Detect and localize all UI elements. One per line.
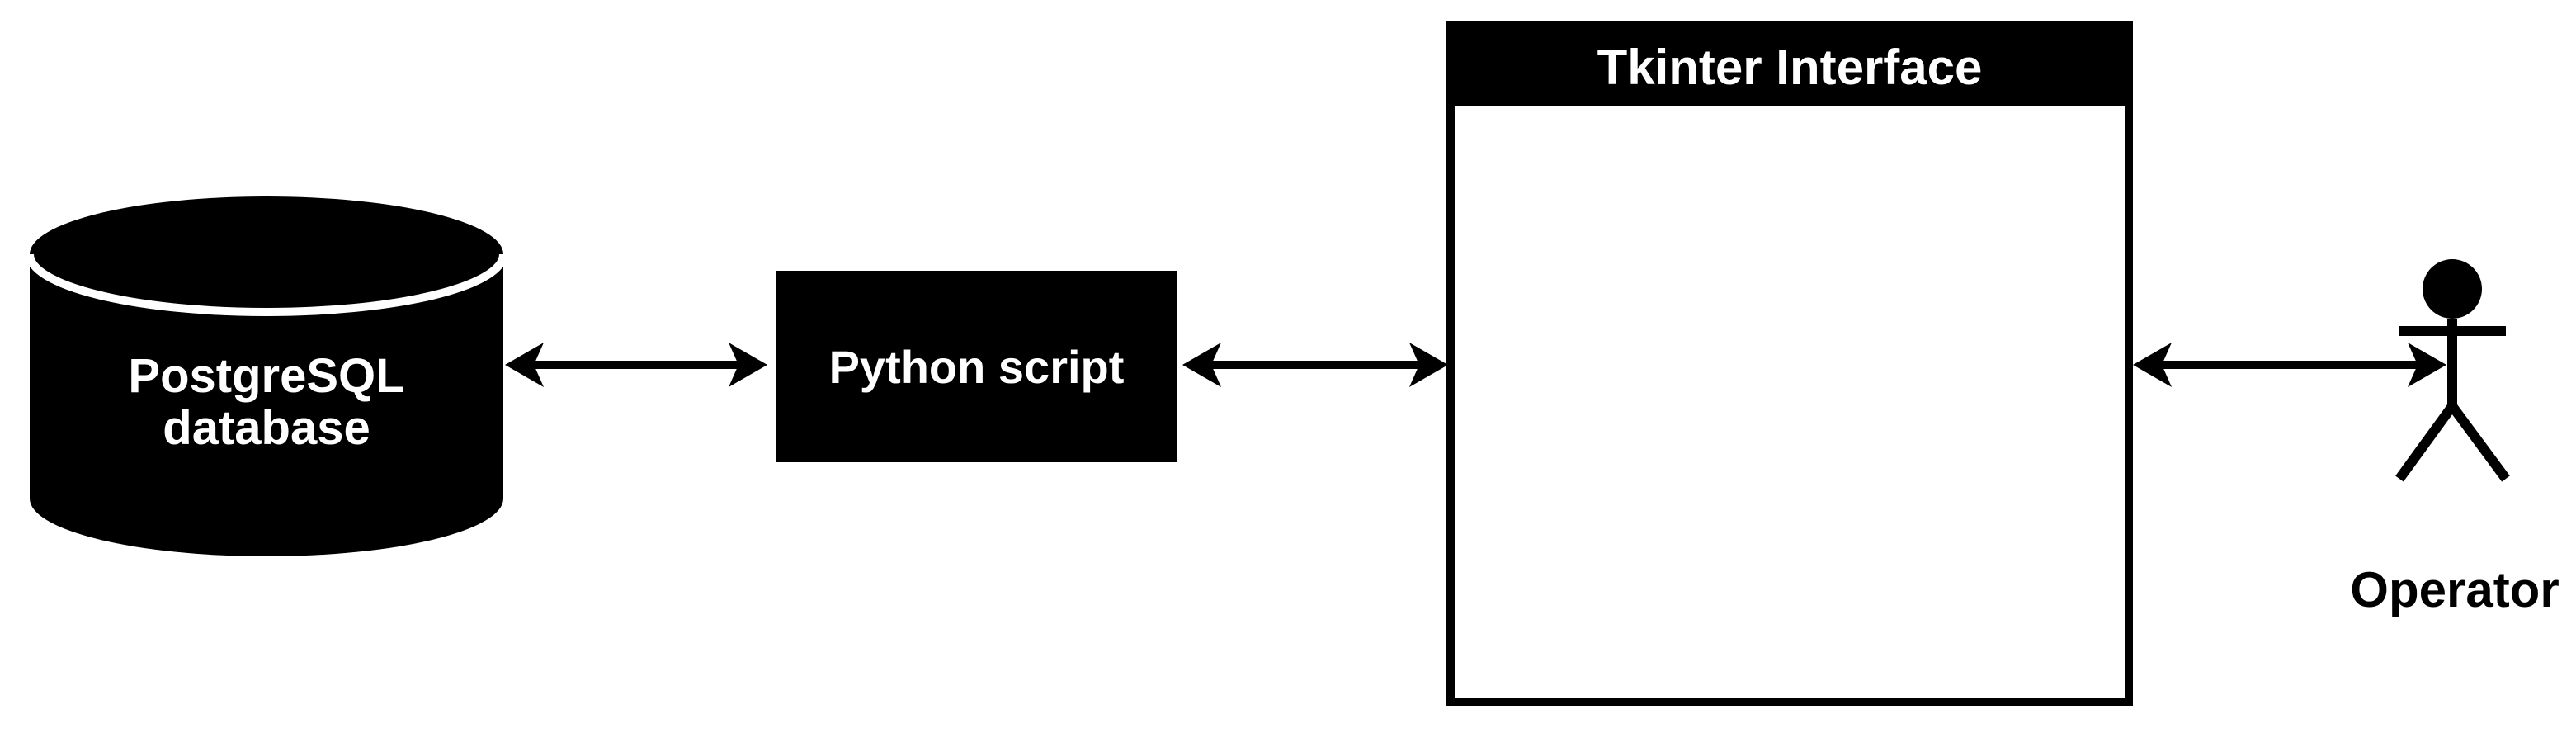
arrow-tkinter-operator <box>2133 343 2446 387</box>
database-label-line2: database <box>163 401 370 455</box>
arrowhead-left <box>1182 343 1221 387</box>
arrowhead-right <box>729 343 767 387</box>
arrowhead-right <box>2408 343 2446 387</box>
operator-node-label: Operator <box>2306 563 2576 617</box>
arrow-python-tkinter <box>1182 343 1448 387</box>
cylinder-cap-separator <box>26 253 507 316</box>
arrowhead-left <box>505 343 544 387</box>
stick-figure-right-leg <box>2448 403 2510 482</box>
arrowhead-right <box>1409 343 1448 387</box>
arrow-database-python <box>505 343 767 387</box>
tkinter-title-bar: Tkinter Interface <box>1455 29 2125 106</box>
stick-figure-left-leg <box>2395 403 2456 482</box>
python-script-label: Python script <box>828 340 1125 393</box>
database-cylinder-icon <box>26 196 507 556</box>
arrowhead-left <box>2133 343 2172 387</box>
stick-figure-head <box>2423 259 2482 319</box>
tkinter-interface-node: Tkinter Interface <box>1446 21 2133 706</box>
database-node-label: PostgreSQL database <box>30 350 503 454</box>
python-script-node: Python script <box>776 271 1177 462</box>
operator-stick-figure-icon <box>2395 259 2510 482</box>
tkinter-title: Tkinter Interface <box>1597 40 1983 95</box>
operator-label-text: Operator <box>2350 562 2559 617</box>
database-label-line1: PostgreSQL <box>128 349 405 403</box>
